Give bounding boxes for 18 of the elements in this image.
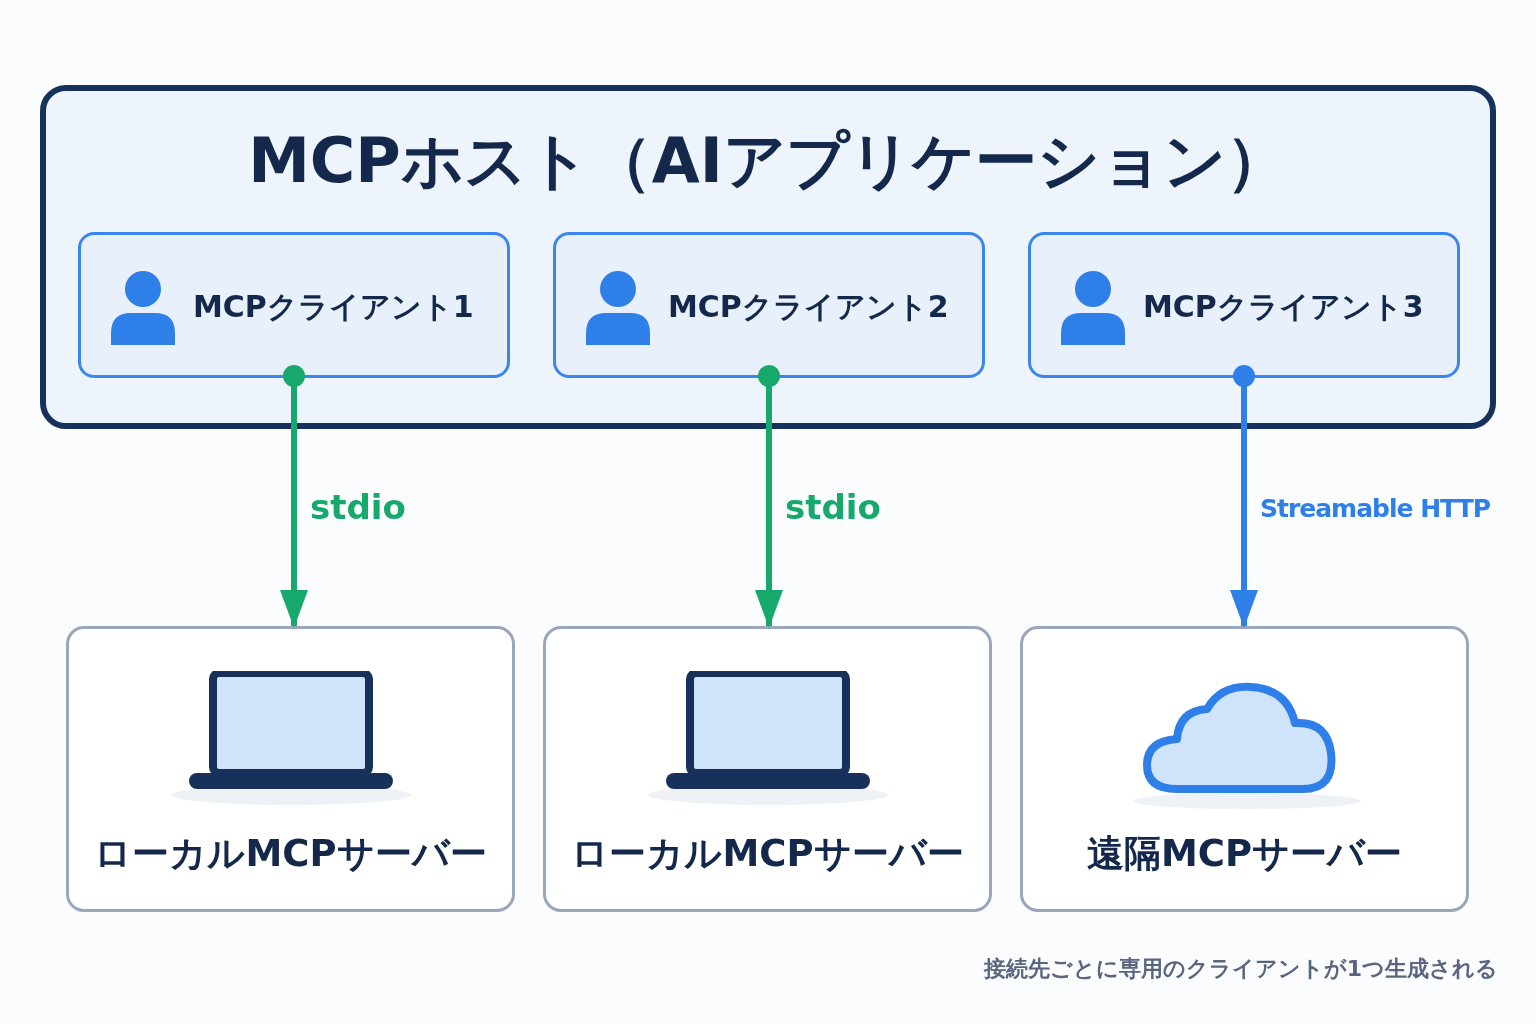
client-label: MCPクライアント1 xyxy=(193,288,474,326)
client-box xyxy=(553,232,985,378)
server-box xyxy=(1020,626,1469,912)
note-text: 接続先ごとに専用のクライアントが1つ生成される xyxy=(983,955,1498,983)
arrow xyxy=(1230,365,1258,628)
arrow xyxy=(280,365,308,628)
host-box xyxy=(40,85,1496,429)
arrow xyxy=(755,365,783,628)
server-box xyxy=(543,626,992,912)
client-box xyxy=(78,232,510,378)
server-label: ローカルMCPサーバー xyxy=(93,831,488,877)
server-label: 遠隔MCPサーバー xyxy=(1085,831,1404,877)
client-label: MCPクライアント2 xyxy=(668,288,949,326)
server-box xyxy=(66,626,515,912)
server-label: ローカルMCPサーバー xyxy=(570,831,965,877)
host-title: MCPホスト（AIアプリケーション） xyxy=(247,123,1289,199)
client-box xyxy=(1028,232,1460,378)
client-label: MCPクライアント3 xyxy=(1143,288,1424,326)
